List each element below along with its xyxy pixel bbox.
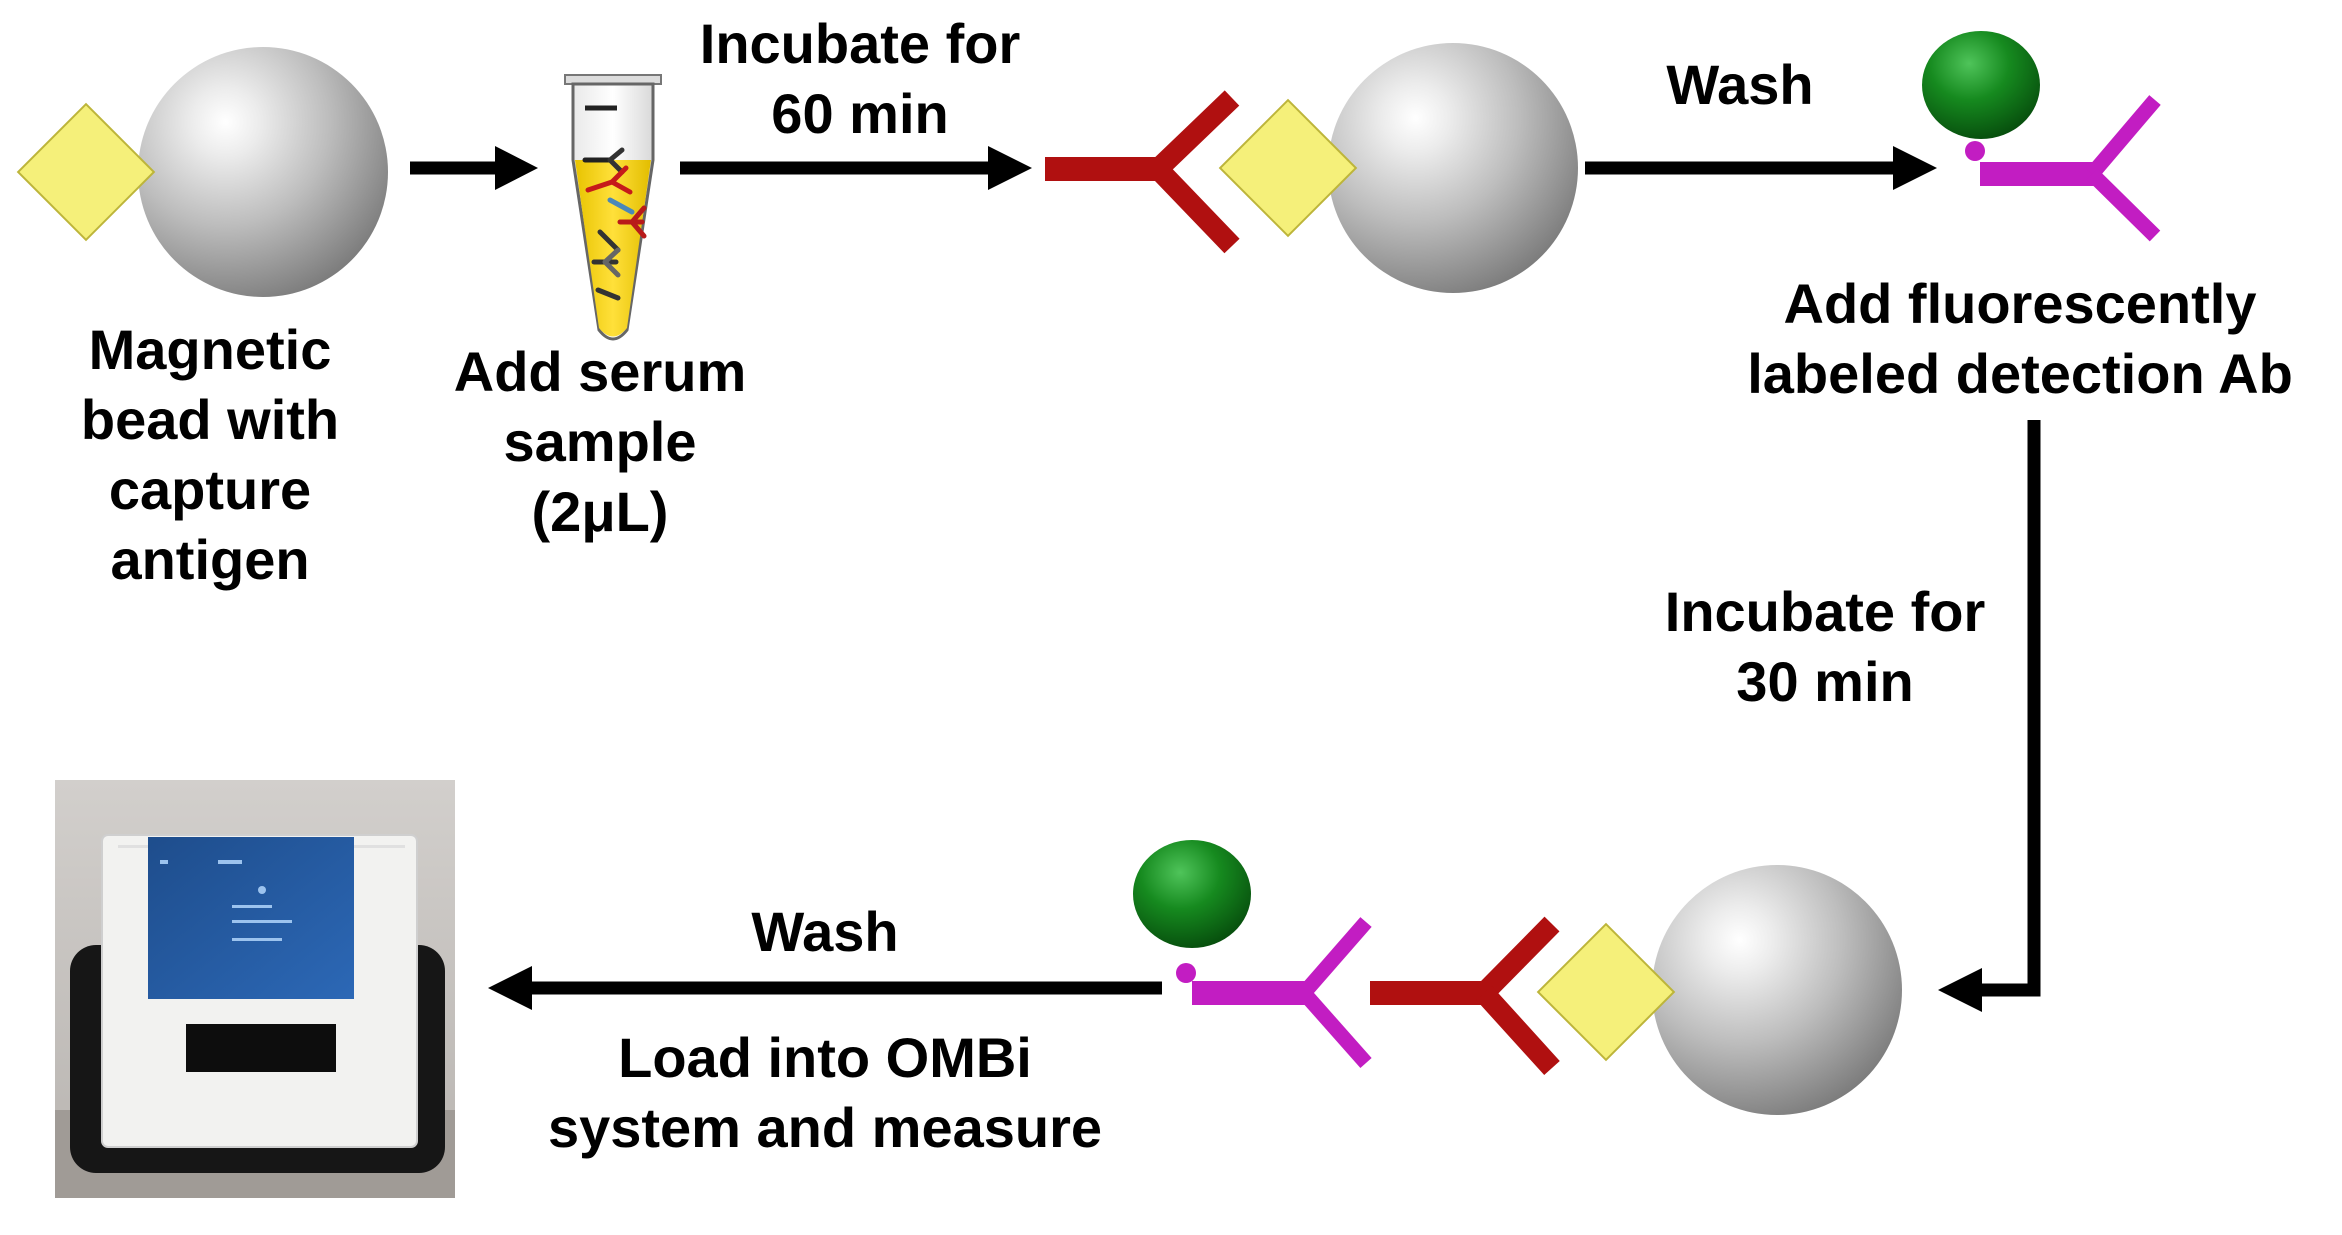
serum-label: Add serum sample (2μL) <box>430 344 770 540</box>
wash-1-label: Wash <box>1666 53 1814 116</box>
fluorophore-icon <box>1133 840 1251 948</box>
fluorophore-icon <box>1922 31 2040 139</box>
arrow-right-icon <box>680 146 1032 190</box>
bead-label-line-4: antigen <box>110 528 310 591</box>
sample-tube-icon <box>564 74 662 341</box>
antigen-diamond-icon <box>16 102 156 242</box>
serum-antibodies-icon <box>582 147 647 301</box>
capture-antibody-icon <box>1045 90 1240 254</box>
magnetic-bead-icon <box>1328 43 1578 293</box>
arrow-left-icon <box>488 966 1162 1010</box>
incubate-60-line-2: 60 min <box>771 82 949 145</box>
magnetic-bead-icon <box>1652 865 1902 1115</box>
magnetic-bead-icon <box>138 47 388 297</box>
incubate-30-line-1: Incubate for <box>1664 580 1986 643</box>
detection-label: Add fluorescently labeled detection Ab <box>1720 276 2320 402</box>
arrow-down-left-icon <box>1938 420 2041 1012</box>
load-label-line-2: system and measure <box>547 1096 1103 1159</box>
bead-label-line-3: capture <box>108 458 312 521</box>
incubate-30-line-2: 30 min <box>1736 650 1914 713</box>
wash-2-label: Wash <box>751 900 899 963</box>
capture-complex-1 <box>1045 43 1578 293</box>
detection-label-line-2: labeled detection Ab <box>1747 342 2293 405</box>
arrow-right-icon <box>410 146 538 190</box>
incubate-30-label: Incubate for 30 min <box>1640 584 2010 710</box>
serum-label-line-3: (2μL) <box>531 480 669 543</box>
serum-label-line-1: Add serum <box>453 340 747 403</box>
load-label: Load into OMBi system and measure <box>500 1030 1150 1156</box>
incubate-60-line-1: Incubate for <box>699 12 1021 75</box>
bead-label-line-1: Magnetic <box>88 318 332 381</box>
serum-label-line-2: sample <box>503 410 697 473</box>
bead-with-antigen-1 <box>16 47 388 297</box>
detection-antibody-icon <box>1133 840 1372 1068</box>
detection-antibody-1 <box>1922 31 2161 242</box>
capture-antibody-icon <box>1370 916 1560 1076</box>
instrument-screen <box>148 837 354 999</box>
bead-label: Magnetic bead with capture antigen <box>50 322 370 588</box>
sandwich-complex <box>1133 840 1902 1115</box>
detection-label-line-1: Add fluorescently <box>1783 272 2257 335</box>
antigen-diamond-icon <box>1536 922 1676 1062</box>
load-label-line-1: Load into OMBi <box>618 1026 1032 1089</box>
bead-label-line-2: bead with <box>80 388 340 451</box>
arrow-right-icon <box>1585 146 1937 190</box>
antigen-diamond-icon <box>1218 98 1358 238</box>
incubate-60-label: Incubate for 60 min <box>680 16 1040 142</box>
ombi-instrument-icon <box>55 780 455 1198</box>
